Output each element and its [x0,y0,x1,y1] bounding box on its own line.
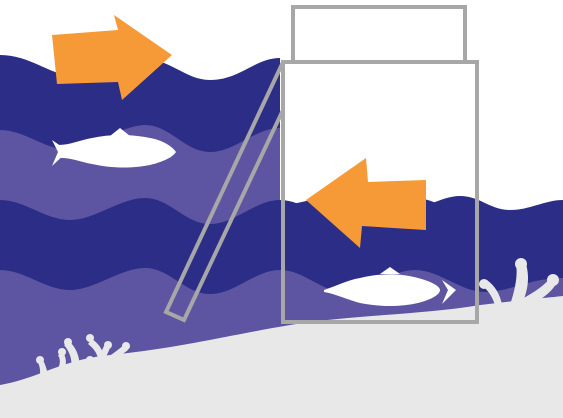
fish-icon [52,128,176,168]
ramp-icon [163,61,285,323]
current-arrow-icon-left [306,158,426,248]
enclosure-body [281,60,479,324]
enclosure-icon [281,5,479,324]
fish-icon-right [324,267,456,306]
current-arrow-icon [52,15,172,100]
coral-icon [35,334,130,390]
enclosure-top [291,5,467,64]
seabed [0,296,563,418]
coral-icon-right [479,258,559,308]
